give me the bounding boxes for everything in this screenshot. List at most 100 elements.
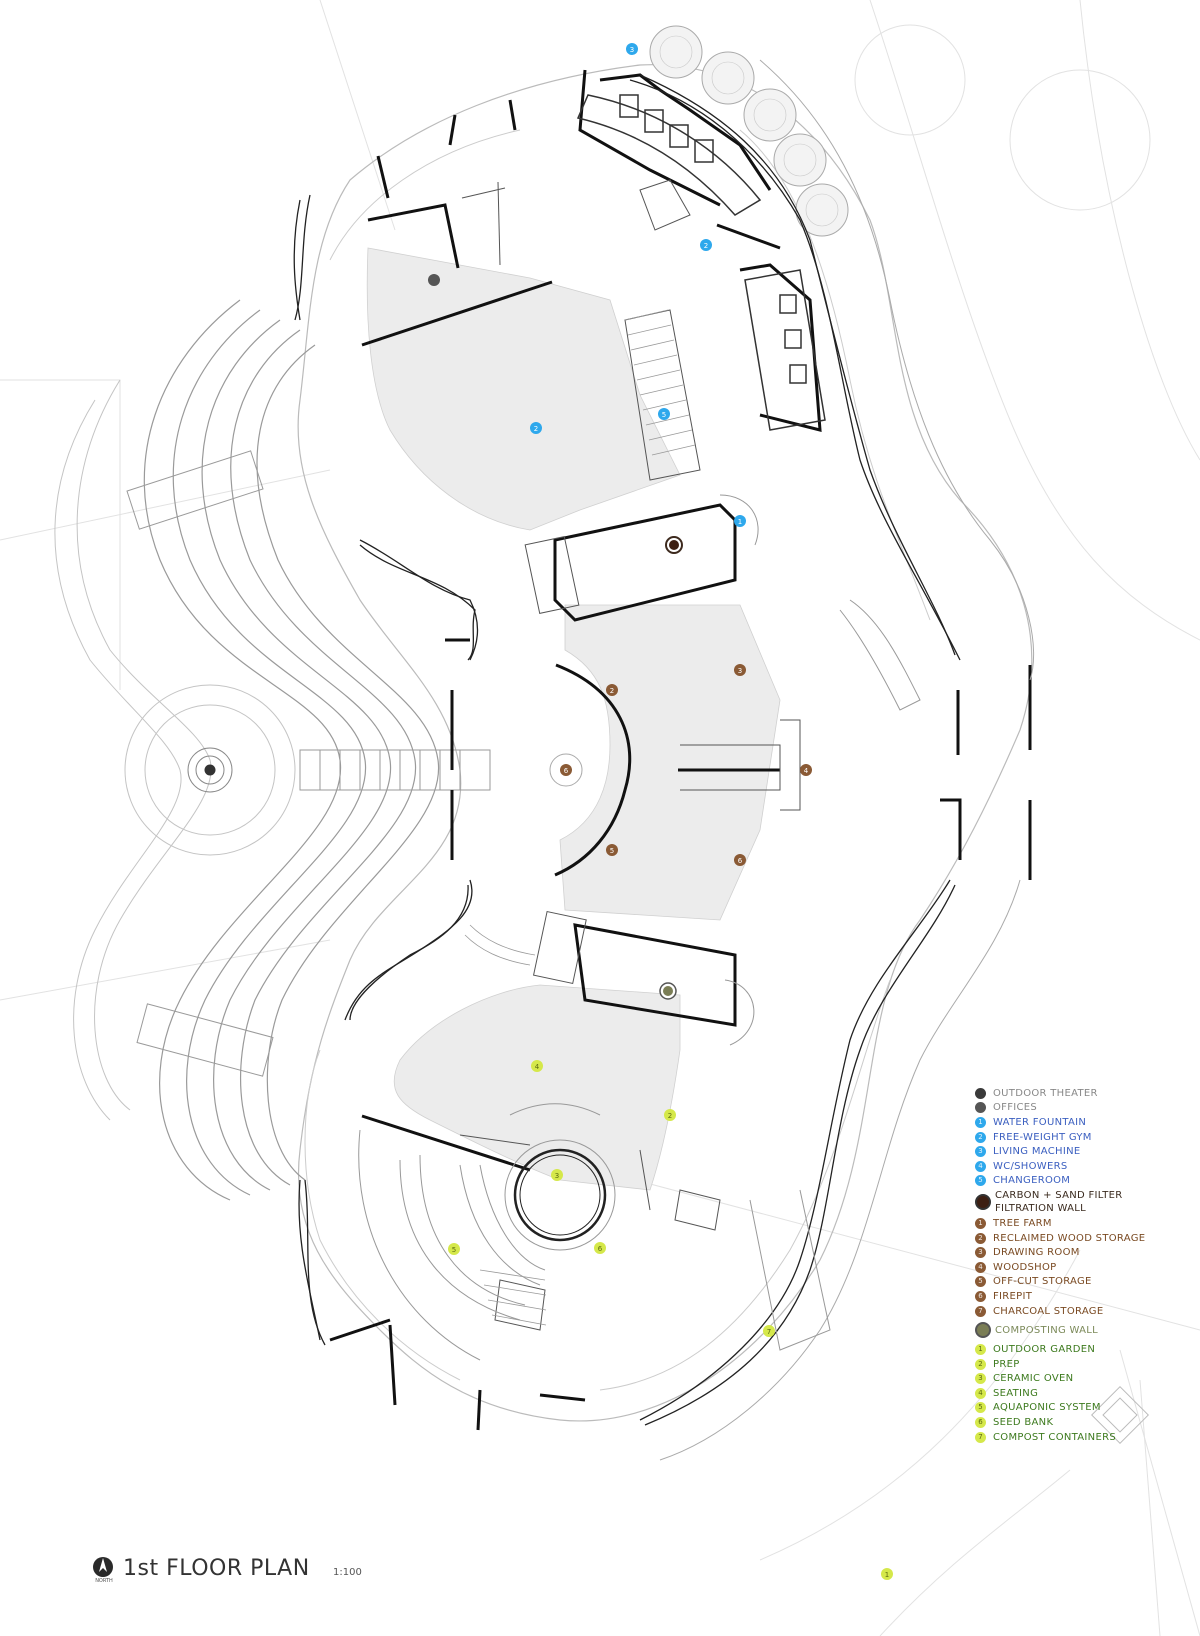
legend-item: 4 SEATING xyxy=(975,1386,1195,1401)
legend-item: 2 FREE-WEIGHT GYM xyxy=(975,1130,1195,1145)
legend-swatch: 4 xyxy=(975,1160,986,1172)
legend-swatch: 3 xyxy=(975,1373,986,1385)
legend-label: CARBON + SAND FILTER FILTRATION WALL xyxy=(995,1189,1123,1215)
interior-lines xyxy=(459,179,801,1331)
legend-label: FREE-WEIGHT GYM xyxy=(993,1131,1092,1143)
marker-off-cut-storage: 5 xyxy=(606,844,618,856)
office-node xyxy=(428,274,440,286)
legend-label: OFF-CUT STORAGE xyxy=(993,1276,1092,1288)
marker-water-fountain: 1 xyxy=(734,515,746,527)
tank-texture xyxy=(659,35,839,227)
marker-aquaponic: 5 xyxy=(448,1243,460,1255)
marker-label: 2 xyxy=(704,242,708,250)
marker-label: 7 xyxy=(767,1328,771,1336)
pavilion-ends xyxy=(719,494,759,1046)
legend-swatch: 2 xyxy=(975,1131,986,1143)
wc-showers-block xyxy=(576,94,826,431)
marker-reclaimed-wood: 2 xyxy=(606,684,618,696)
legend-label: AQUAPONIC SYSTEM xyxy=(993,1402,1101,1414)
legend: OUTDOOR THEATER OFFICES 1 WATER FOUNTAIN… xyxy=(975,1086,1195,1444)
legend-label-line: FILTRATION WALL xyxy=(995,1203,1087,1215)
north-label: NORTH xyxy=(95,1578,113,1584)
legend-item: 1 OUTDOOR GARDEN xyxy=(975,1342,1195,1357)
legend-label: COMPOSTING WALL xyxy=(995,1324,1099,1336)
legend-item: COMPOSTING WALL xyxy=(975,1318,1195,1342)
marker-label: 6 xyxy=(738,857,743,865)
legend-swatch: 1 xyxy=(975,1344,986,1356)
aisle-steps xyxy=(126,450,491,1077)
legend-label: CHANGEROOM xyxy=(993,1175,1071,1187)
legend-item: 3 CERAMIC OVEN xyxy=(975,1372,1195,1387)
legend-label: PREP xyxy=(993,1358,1020,1370)
legend-item: CARBON + SAND FILTER FILTRATION WALL xyxy=(975,1188,1195,1216)
legend-swatch xyxy=(975,1194,991,1211)
marker-seating: 4 xyxy=(531,1060,543,1072)
floor-areas xyxy=(366,247,781,1191)
legend-label: LIVING MACHINE xyxy=(993,1146,1081,1158)
marker-outdoor-garden: 1 xyxy=(881,1568,893,1580)
marker-label: 5 xyxy=(610,847,614,855)
legend-label: RECLAIMED WOOD STORAGE xyxy=(993,1232,1146,1244)
legend-label: WOODSHOP xyxy=(993,1261,1057,1273)
site-feature xyxy=(1091,1386,1149,1444)
legend-item: 6 SEED BANK xyxy=(975,1415,1195,1430)
walls xyxy=(329,69,1032,1431)
marker-label: 3 xyxy=(738,667,742,675)
marker-seed-bank: 6 xyxy=(594,1242,606,1254)
legend-item: OFFICES xyxy=(975,1101,1195,1116)
legend-item: 1 TREE FARM xyxy=(975,1216,1195,1231)
legend-label: OFFICES xyxy=(993,1102,1038,1114)
legend-label: OUTDOOR GARDEN xyxy=(993,1344,1096,1356)
legend-item: 2 PREP xyxy=(975,1357,1195,1372)
legend-swatch: 3 xyxy=(975,1146,986,1158)
legend-label-line: CARBON + SAND FILTER xyxy=(995,1190,1123,1202)
legend-item: 2 RECLAIMED WOOD STORAGE xyxy=(975,1231,1195,1246)
legend-label: DRAWING ROOM xyxy=(993,1247,1080,1259)
legend-swatch: 3 xyxy=(975,1247,986,1259)
outdoor-theater-node xyxy=(187,747,233,793)
legend-item: 4 WC/SHOWERS xyxy=(975,1159,1195,1174)
drawing-scale: 1:100 xyxy=(333,1567,362,1578)
garden-arcs xyxy=(358,599,921,1361)
legend-swatch: 6 xyxy=(975,1417,986,1429)
legend-label: SEED BANK xyxy=(993,1417,1054,1429)
living-machine-tanks xyxy=(649,25,849,237)
legend-label: SEATING xyxy=(993,1387,1039,1399)
marker-drawing-room: 3 xyxy=(734,664,746,676)
legend-label: COMPOST CONTAINERS xyxy=(993,1431,1116,1443)
legend-item: 4 WOODSHOP xyxy=(975,1260,1195,1275)
marker-firepit: 6 xyxy=(549,753,583,787)
legend-swatch: 6 xyxy=(975,1290,986,1302)
legend-swatch: 4 xyxy=(975,1261,986,1273)
legend-swatch: 5 xyxy=(975,1175,986,1187)
building-outline xyxy=(297,64,1033,1422)
marker-label: 5 xyxy=(662,411,666,419)
legend-swatch: 7 xyxy=(975,1305,986,1317)
marker-label: 1 xyxy=(738,518,742,526)
inner-outline xyxy=(304,129,931,1391)
marker-prep: 2 xyxy=(664,1109,676,1121)
legend-item: 3 DRAWING ROOM xyxy=(975,1245,1195,1260)
marker-woodshop: 4 xyxy=(800,764,812,776)
marker-label: 6 xyxy=(598,1245,603,1253)
legend-swatch xyxy=(975,1322,991,1339)
legend-label: TREE FARM xyxy=(993,1217,1052,1229)
legend-item: OUTDOOR THEATER xyxy=(975,1086,1195,1101)
legend-item: 6 FIREPIT xyxy=(975,1289,1195,1304)
legend-swatch xyxy=(975,1087,986,1099)
legend-swatch: 2 xyxy=(975,1232,986,1244)
north-arrow-icon xyxy=(93,1557,113,1577)
legend-swatch: 1 xyxy=(975,1217,986,1229)
marker-label: 3 xyxy=(555,1172,559,1180)
legend-label: WATER FOUNTAIN xyxy=(993,1116,1087,1128)
legend-swatch: 5 xyxy=(975,1276,986,1288)
legend-swatch: 4 xyxy=(975,1387,986,1399)
marker-label: 3 xyxy=(630,46,634,54)
legend-swatch: 2 xyxy=(975,1358,986,1370)
filtration-wall-strands xyxy=(293,74,961,1426)
legend-label: WC/SHOWERS xyxy=(993,1160,1068,1172)
marker-label: 1 xyxy=(885,1571,889,1579)
composting-wall-node xyxy=(659,982,677,1000)
